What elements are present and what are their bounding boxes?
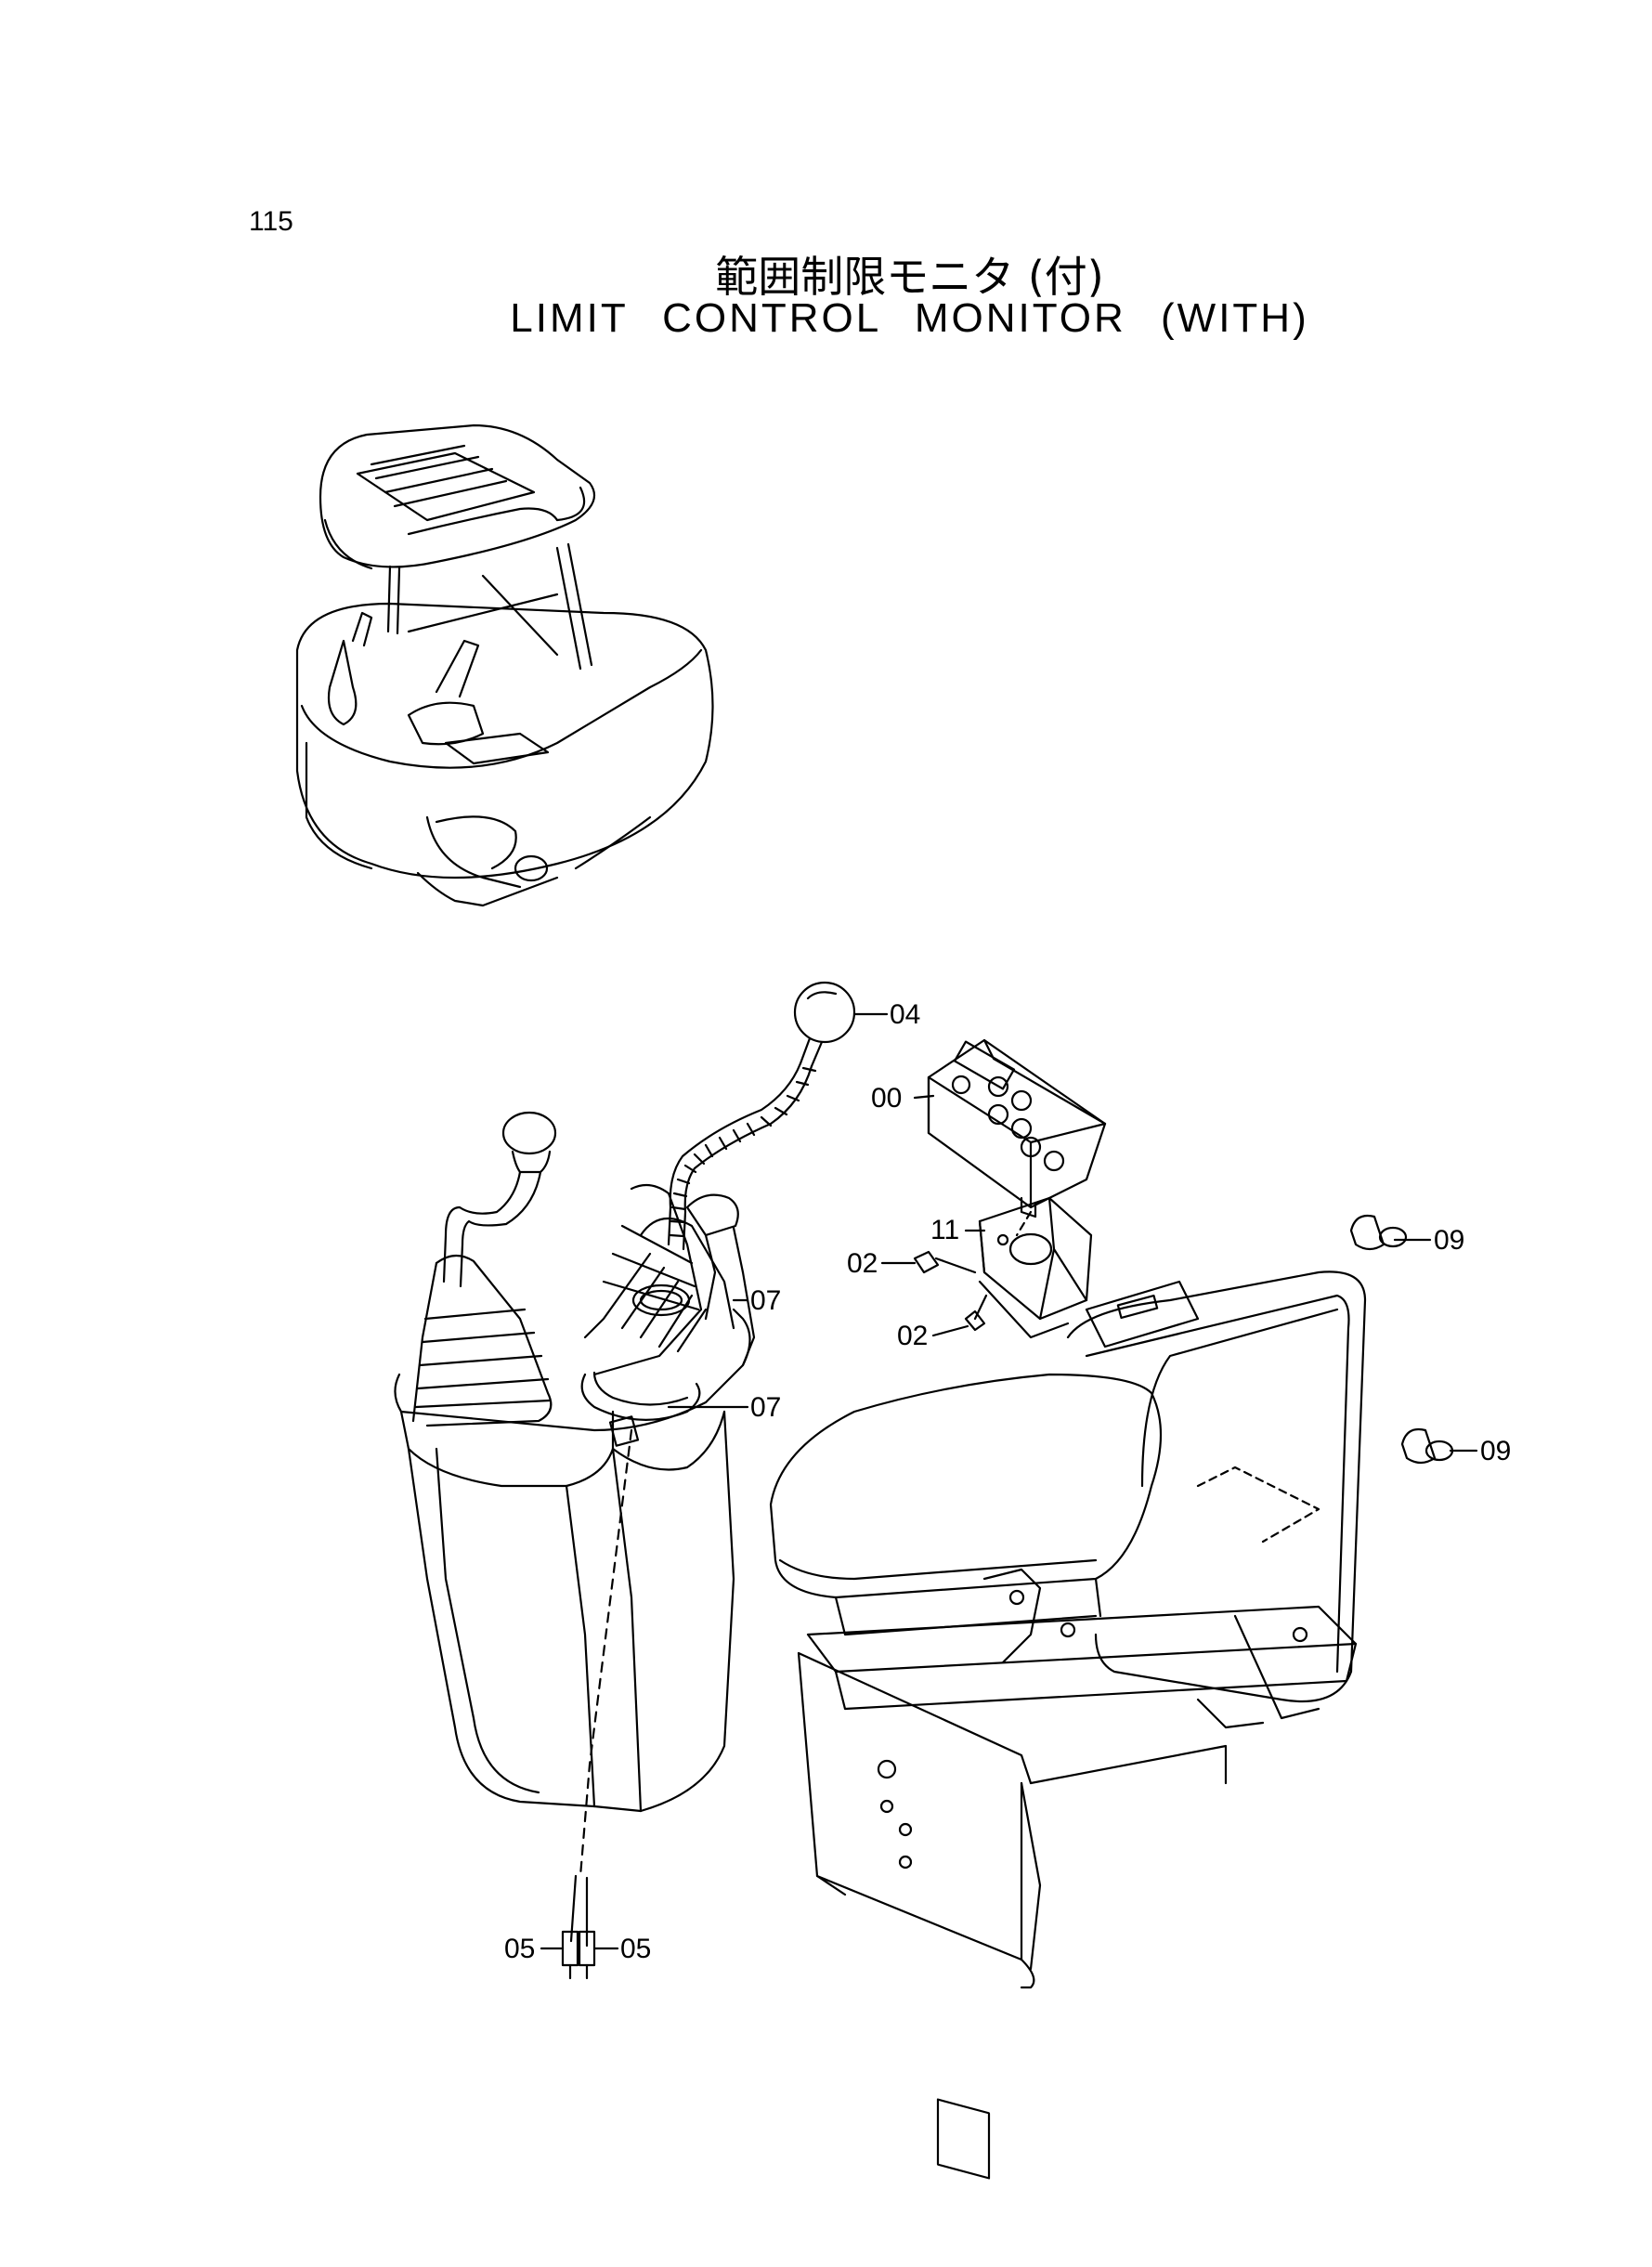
operator-seat-assembly bbox=[769, 1214, 1454, 2180]
monitor-and-bracket bbox=[913, 1038, 1107, 1339]
callout-labels: 04 00 11 02 02 09 09 07 07 05 05 bbox=[504, 999, 1511, 1964]
title-english: LIMIT CONTROL MONITOR (WITH) bbox=[510, 295, 1309, 341]
callout-11: 11 bbox=[930, 1215, 959, 1245]
callout-07-lower: 07 bbox=[750, 1392, 781, 1423]
title-japanese: 範囲制限モニタ (付) bbox=[715, 252, 1104, 302]
callout-07-upper: 07 bbox=[750, 1285, 781, 1316]
callout-leader-lines bbox=[540, 1012, 1478, 1950]
callout-00: 00 bbox=[871, 1083, 902, 1114]
callout-02-upper: 02 bbox=[847, 1248, 878, 1279]
page-number: 115 bbox=[249, 206, 293, 237]
callout-04: 04 bbox=[890, 999, 920, 1030]
machine-overview-illustration bbox=[295, 423, 714, 907]
callout-02-lower: 02 bbox=[897, 1321, 928, 1351]
callout-05-left: 05 bbox=[504, 1934, 535, 1964]
callout-09-upper: 09 bbox=[1434, 1225, 1464, 1256]
callout-09-lower: 09 bbox=[1480, 1436, 1511, 1466]
left-control-console bbox=[394, 981, 856, 1980]
callout-05-right: 05 bbox=[620, 1934, 651, 1964]
